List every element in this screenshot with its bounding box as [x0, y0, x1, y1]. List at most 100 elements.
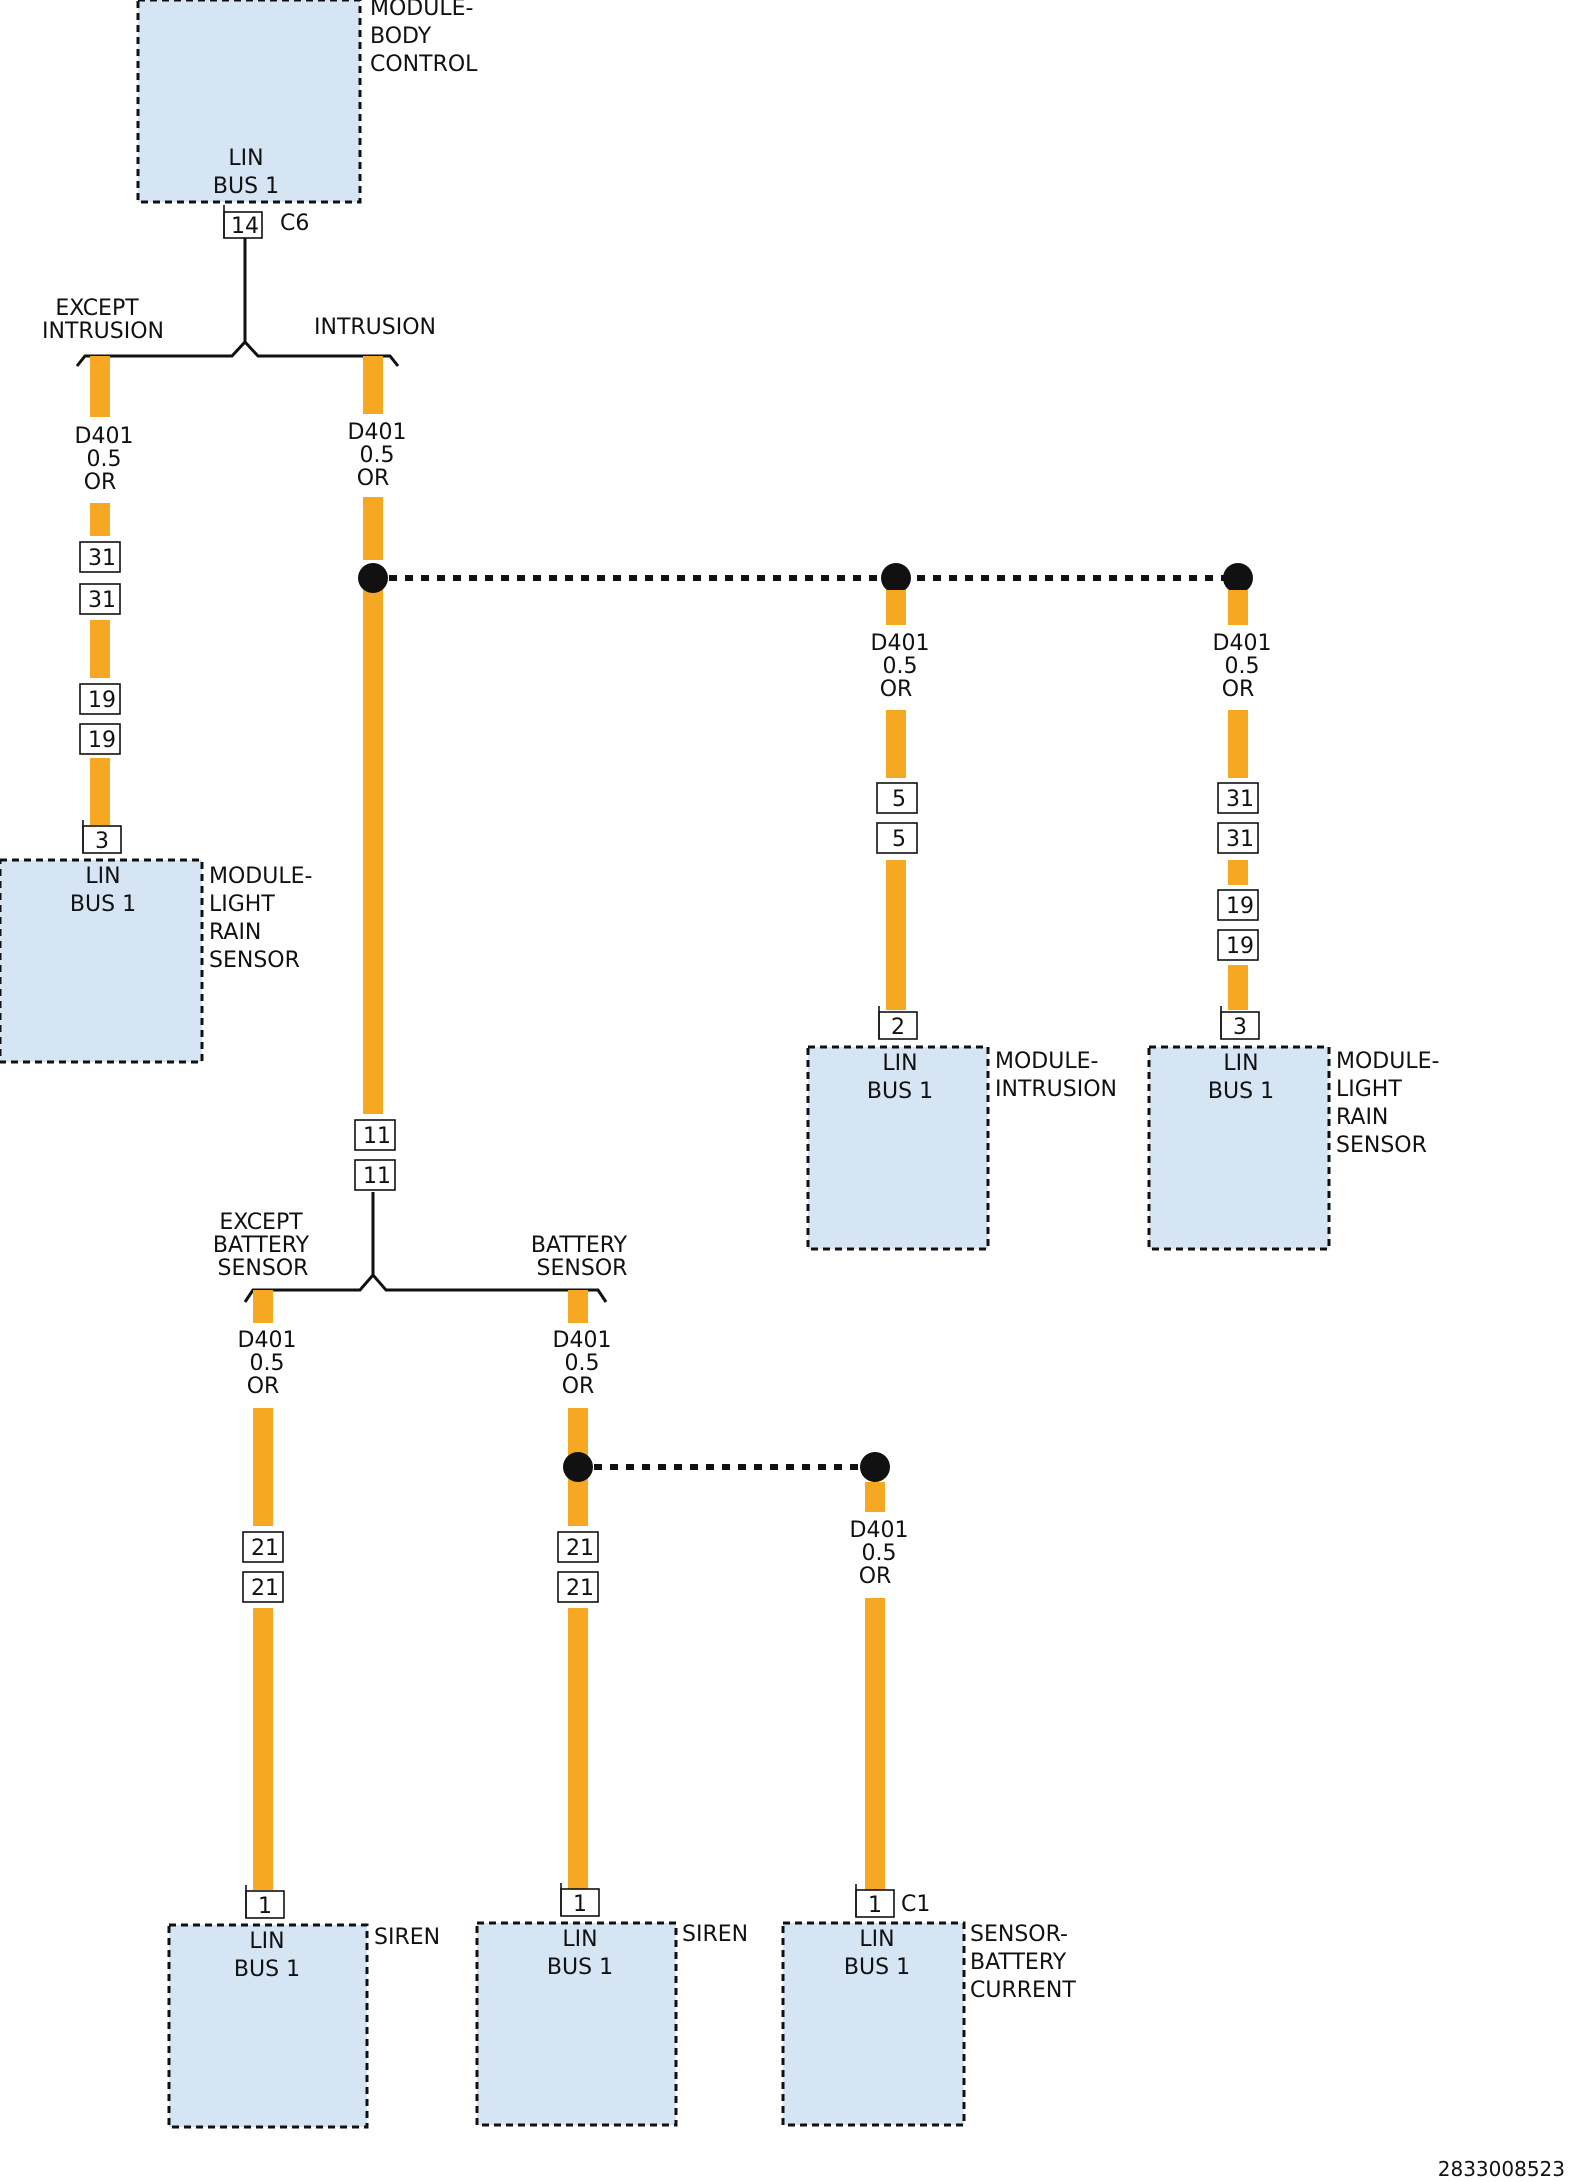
diagram-id: 2833008523: [1438, 2157, 1565, 2181]
connector-pin-siren-right: 1: [560, 1883, 600, 1917]
svg-text:SIREN: SIREN: [374, 1925, 440, 1950]
svg-text:MODULE-: MODULE-: [995, 1049, 1098, 1074]
wire-gauge-label: 0.5: [565, 1351, 600, 1376]
inline-connector-right-31b: 31: [1217, 822, 1259, 854]
svg-text:1: 1: [258, 1894, 272, 1919]
svg-text:INTRUSION: INTRUSION: [995, 1077, 1117, 1102]
pin-number: 14: [231, 214, 259, 239]
svg-text:3: 3: [1233, 1015, 1247, 1040]
connector-pin-lrs-right: 3: [1220, 1006, 1260, 1040]
inline-connector-left-19b: 19: [79, 723, 121, 755]
inline-connector-right-19b: 19: [1217, 929, 1259, 961]
module-box: [781, 1921, 966, 2127]
splice-dot: [358, 563, 388, 593]
splice-dot: [1223, 563, 1253, 593]
svg-text:LIGHT: LIGHT: [1336, 1077, 1402, 1102]
wire-circuit-label: D401: [75, 424, 134, 449]
svg-text:21: 21: [251, 1576, 279, 1601]
module-name-line: BODY: [370, 24, 432, 49]
wire-gauge-label: 0.5: [862, 1541, 897, 1566]
svg-text:BUS 1: BUS 1: [547, 1955, 613, 1980]
wire-gauge-label: 0.5: [883, 654, 918, 679]
svg-text:11: 11: [363, 1124, 391, 1149]
module-battery-current-sensor[interactable]: LIN BUS 1 SENSOR- BATTERY CURRENT: [781, 1921, 1076, 2127]
svg-text:BUS 1: BUS 1: [844, 1955, 910, 1980]
connector-id: C1: [901, 1892, 930, 1917]
branch-label: BATTERY: [531, 1233, 628, 1258]
svg-text:BUS 1: BUS 1: [867, 1079, 933, 1104]
branch-label: EXCEPT: [55, 296, 139, 321]
module-intrusion[interactable]: LIN BUS 1 MODULE- INTRUSION: [806, 1045, 1117, 1251]
inline-connector-left-31a: 31: [79, 541, 121, 573]
svg-text:31: 31: [88, 546, 116, 571]
svg-text:BUS 1: BUS 1: [1208, 1079, 1274, 1104]
svg-text:5: 5: [892, 787, 906, 812]
wire-gauge-label: 0.5: [360, 443, 395, 468]
module-body-control[interactable]: MODULE- BODY CONTROL LIN BUS 1: [136, 0, 478, 204]
splice-dot: [563, 1452, 593, 1482]
svg-text:2: 2: [891, 1015, 905, 1040]
wire-gauge-label: 0.5: [1225, 654, 1260, 679]
splice-dot: [860, 1452, 890, 1482]
wire-circuit-label: D401: [850, 1518, 909, 1543]
module-name-line: CONTROL: [370, 52, 478, 77]
wire-color-label: OR: [357, 466, 390, 491]
svg-text:31: 31: [1226, 827, 1254, 852]
branch-label: INTRUSION: [42, 319, 164, 344]
svg-text:19: 19: [1226, 934, 1254, 959]
module-box: [167, 1923, 369, 2129]
svg-text:3: 3: [95, 829, 109, 854]
inline-connector-siren-left-21a: 21: [242, 1531, 284, 1563]
svg-text:1: 1: [573, 1892, 587, 1917]
module-light-rain-sensor-right[interactable]: LIN BUS 1 MODULE- LIGHT RAIN SENSOR: [1147, 1045, 1439, 1251]
inline-connector-right-31a: 31: [1217, 782, 1259, 814]
svg-text:SIREN: SIREN: [682, 1922, 748, 1947]
module-box: [0, 858, 204, 1064]
svg-text:MODULE-: MODULE-: [1336, 1049, 1439, 1074]
wire-color-label: OR: [247, 1374, 280, 1399]
svg-text:MODULE-: MODULE-: [209, 864, 312, 889]
connector-pin-siren-left: 1: [245, 1885, 285, 1919]
svg-text:SENSOR: SENSOR: [1336, 1133, 1427, 1158]
svg-text:LIN: LIN: [249, 1929, 284, 1954]
wire-color-label: OR: [880, 677, 913, 702]
inline-connector-intr-5a: 5: [876, 782, 918, 814]
inline-connector-siren-right-21a: 21: [557, 1531, 599, 1563]
svg-text:CURRENT: CURRENT: [970, 1978, 1076, 2003]
connector-pin-lrs-left: 3: [82, 820, 122, 854]
module-siren-left[interactable]: LIN BUS 1 SIREN: [167, 1923, 440, 2129]
svg-text:RAIN: RAIN: [209, 920, 261, 945]
svg-text:LIGHT: LIGHT: [209, 892, 275, 917]
svg-text:11: 11: [363, 1164, 391, 1189]
wire-circuit-label: D401: [238, 1328, 297, 1353]
module-box: [806, 1045, 990, 1251]
wire-color-label: OR: [562, 1374, 595, 1399]
inline-connector-left-31b: 31: [79, 583, 121, 615]
inline-connector-main-11a: 11: [354, 1119, 396, 1151]
svg-text:19: 19: [88, 688, 116, 713]
svg-text:21: 21: [566, 1576, 594, 1601]
inline-connector-left-19a: 19: [79, 683, 121, 715]
svg-text:1: 1: [868, 1893, 882, 1918]
wire-circuit-label: D401: [871, 631, 930, 656]
svg-text:LIN: LIN: [882, 1051, 917, 1076]
branch-label: SENSOR: [537, 1256, 628, 1281]
wire-gauge-label: 0.5: [250, 1351, 285, 1376]
wire-gauge-label: 0.5: [87, 447, 122, 472]
branch-label: SENSOR: [218, 1256, 309, 1281]
module-light-rain-sensor-left[interactable]: LIN BUS 1 MODULE- LIGHT RAIN SENSOR: [0, 858, 312, 1064]
wire-circuit-label: D401: [1213, 631, 1272, 656]
svg-text:21: 21: [566, 1536, 594, 1561]
svg-text:SENSOR-: SENSOR-: [970, 1922, 1068, 1947]
svg-text:BATTERY: BATTERY: [970, 1950, 1067, 1975]
wire-color-label: OR: [1222, 677, 1255, 702]
splice-dot: [881, 563, 911, 593]
module-siren-right[interactable]: LIN BUS 1 SIREN: [475, 1921, 748, 2127]
module-body-control-box: [136, 0, 362, 204]
splice-split-intrusion: [75, 339, 400, 367]
branch-label: INTRUSION: [314, 315, 436, 340]
inline-connector-main-11b: 11: [354, 1159, 396, 1191]
branch-label: EXCEPT: [219, 1210, 303, 1235]
inline-connector-intr-5b: 5: [876, 822, 918, 854]
